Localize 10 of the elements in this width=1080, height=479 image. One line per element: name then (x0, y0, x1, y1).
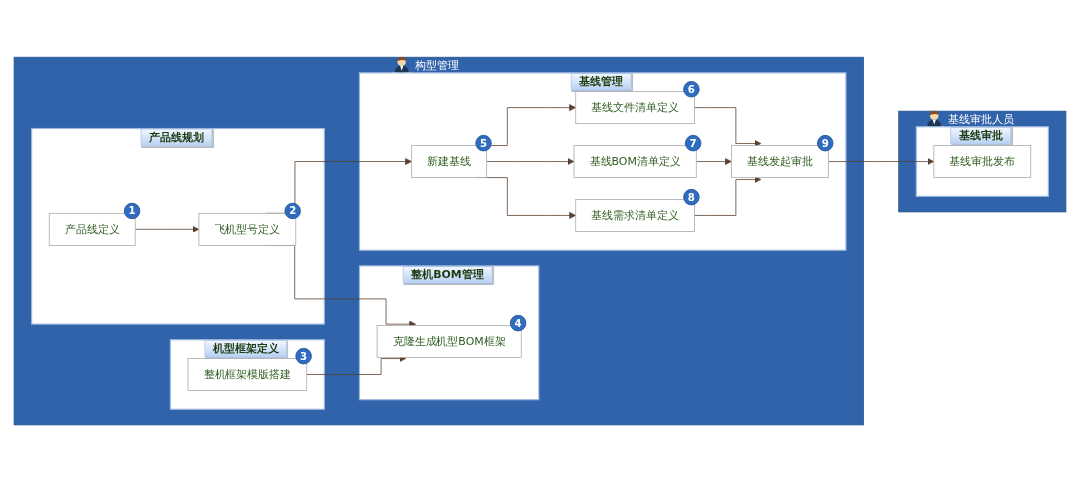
callout-number: 9 (817, 134, 834, 152)
callout-number: 6 (683, 81, 700, 98)
callout-number: 1 (123, 202, 141, 220)
node-box: 基线审批发布 (933, 145, 1032, 178)
callout-number: 8 (683, 188, 700, 206)
callout-number: 5 (475, 134, 492, 152)
callout-number: 7 (684, 134, 702, 152)
callout-number: 3 (295, 347, 312, 365)
callout-number: 4 (509, 314, 527, 332)
callout-number: 2 (284, 202, 301, 220)
